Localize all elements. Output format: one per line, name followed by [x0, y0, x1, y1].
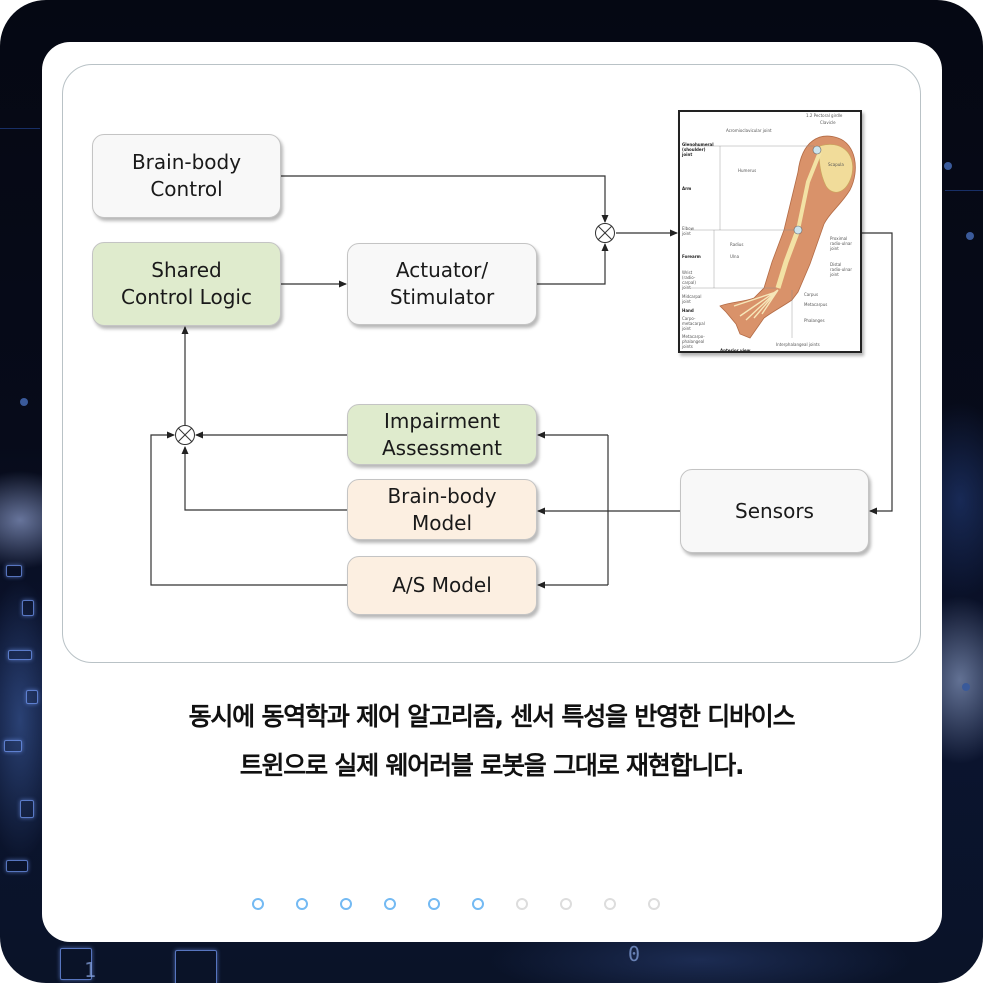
circuit-node [944, 162, 952, 170]
label-phalanges: Phalanges [804, 318, 825, 323]
label-interphalangeal: Interphalangeal joints [776, 342, 820, 347]
circuit-node [966, 232, 974, 240]
caption-line-1: 동시에 동역학과 제어 알고리즘, 센서 특성을 반영한 디바이스 [188, 702, 796, 731]
pager-dot-7[interactable] [516, 898, 528, 910]
circuit-chip [22, 600, 34, 616]
label-carpus: Carpus [804, 292, 819, 297]
summing-junction-upper [595, 223, 615, 243]
label-elbow: Elbow joint [682, 226, 694, 236]
background-digit: 1 [84, 958, 97, 982]
caption: 동시에 동역학과 제어 알고리즘, 센서 특성을 반영한 디바이스 트윈으로 실… [60, 692, 923, 790]
hand-bones [733, 289, 779, 321]
elbow-joint [793, 225, 803, 235]
label-forearm: Forearm [682, 254, 701, 259]
label-clavicle: Clavicle [820, 120, 836, 125]
node-actuator-stimulator: Actuator/ Stimulator [347, 243, 537, 325]
label-midcarpal: Midcarpal joint [682, 294, 702, 304]
humerus-bone [796, 151, 822, 231]
circuit-chip [175, 950, 217, 983]
label-ulna: Ulna [730, 254, 740, 259]
summing-junction-lower [175, 425, 195, 445]
pager-dot-10[interactable] [648, 898, 660, 910]
scapula [818, 144, 853, 193]
circuit-chip [26, 690, 38, 704]
label-glenohumeral: Glenohumeral (shoulder) joint [682, 142, 714, 157]
arm-skin [719, 135, 856, 339]
circuit-chip [8, 650, 32, 660]
node-sensors: Sensors [680, 469, 869, 553]
node-as-model: A/S Model [347, 556, 537, 615]
label-hand: Hand [682, 308, 694, 313]
label-proximal-radioulnar: Proximal radio-ulnar joint [830, 236, 852, 251]
circuit-line [945, 190, 983, 191]
label-wrist: Wrist (radio- carpal) joint [682, 270, 696, 290]
slide-pager [252, 898, 660, 910]
forearm-bones [775, 229, 801, 289]
arm-anatomy-figure: 1.2 Pectoral girdle Clavicle Acromioclav… [678, 110, 862, 353]
circuit-chip [4, 740, 22, 752]
node-shared-control-logic: Shared Control Logic [92, 242, 281, 326]
pager-dot-8[interactable] [560, 898, 572, 910]
pager-dot-5[interactable] [428, 898, 440, 910]
label-pectoral-girdle: 1.2 Pectoral girdle [806, 113, 843, 118]
pager-dot-9[interactable] [604, 898, 616, 910]
label-arm: Arm [682, 186, 692, 191]
arm-illustration [690, 135, 856, 339]
label-metacarpophalangeal: Metacarpo- phalangeal joints [682, 334, 705, 349]
circuit-line [0, 128, 40, 129]
pager-dot-1[interactable] [252, 898, 264, 910]
background-digit: 0 [628, 942, 641, 966]
shoulder-joint [812, 145, 822, 155]
node-brain-body-control: Brain-body Control [92, 134, 281, 218]
label-metacarpus: Metacarpus [804, 302, 828, 307]
circuit-chip [60, 948, 92, 980]
label-radius: Radius [730, 242, 744, 247]
pager-dot-3[interactable] [340, 898, 352, 910]
circuit-node [20, 398, 28, 406]
caption-line-2: 트윈으로 실제 웨어러블 로봇을 그대로 재현합니다. [239, 751, 745, 780]
circuit-chip [6, 565, 22, 577]
pager-dot-2[interactable] [296, 898, 308, 910]
pager-dot-6[interactable] [472, 898, 484, 910]
circuit-chip [6, 860, 28, 872]
label-humerus: Humerus [738, 168, 757, 173]
label-distal-radioulnar: Distal radio-ulnar joint [830, 262, 852, 277]
label-acromioclavicular: Acromioclavicular joint [726, 128, 772, 133]
circuit-chip [20, 800, 34, 818]
label-carpometacarpal: Carpo- metacarpal joint [682, 316, 705, 331]
pager-dot-4[interactable] [384, 898, 396, 910]
label-scapula: Scapula [828, 162, 844, 167]
label-anterior-view: Anterior view [720, 348, 751, 353]
node-brain-body-model: Brain-body Model [347, 479, 537, 540]
circuit-node [962, 683, 970, 691]
node-impairment-assessment: Impairment Assessment [347, 404, 537, 465]
